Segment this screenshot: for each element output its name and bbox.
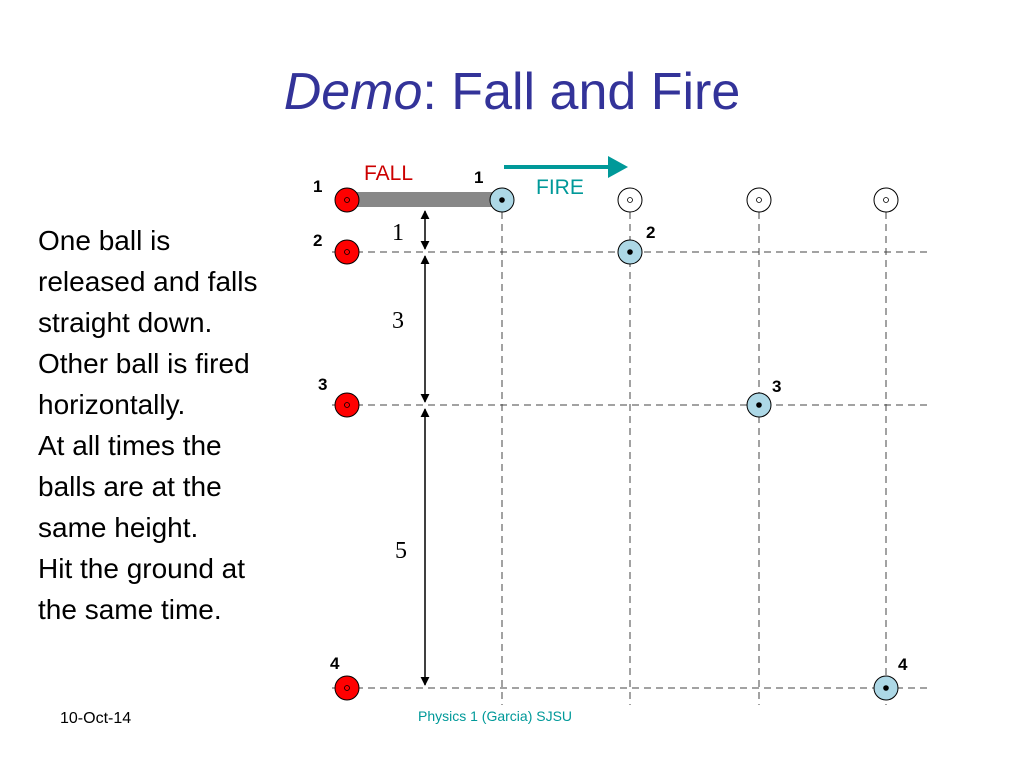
fire-ball-3 <box>746 392 772 418</box>
launcher-rod <box>348 192 500 207</box>
interval-label-5: 5 <box>395 538 407 564</box>
footer-credit: Physics 1 (Garcia) SJSU <box>418 708 573 724</box>
fire-number-4: 4 <box>898 655 908 674</box>
fire-number-2: 2 <box>646 223 655 242</box>
body-line: horizontally. <box>38 389 186 420</box>
body-line: same height. <box>38 512 199 543</box>
fall-ball-2 <box>334 239 360 265</box>
fall-number-2: 2 <box>313 231 322 250</box>
fall-label: FALL <box>364 162 413 185</box>
body-line: One ball is <box>38 225 171 256</box>
interval-label-1: 1 <box>392 220 404 246</box>
slide-body-text: One ball is released and falls straight … <box>38 220 328 630</box>
body-line: released and falls <box>38 266 258 297</box>
body-line: Other ball is fired <box>38 348 250 379</box>
body-line: straight down. <box>38 307 213 338</box>
body-line: At all times the <box>38 430 222 461</box>
body-line: balls are at the <box>38 471 222 502</box>
body-line: the same time. <box>38 594 222 625</box>
top-marker-4 <box>873 187 899 213</box>
slide-title: Demo: Fall and Fire <box>0 62 1024 122</box>
fall-number-3: 3 <box>318 375 327 394</box>
fire-ball-4 <box>873 675 899 701</box>
top-marker-2 <box>617 187 643 213</box>
fire-ball-2 <box>617 239 643 265</box>
slide-title-italic: Demo <box>283 63 423 121</box>
fire-number-1: 1 <box>474 168 483 187</box>
fire-arrow-head <box>608 156 628 178</box>
fall-ball-3 <box>334 392 360 418</box>
fire-number-3: 3 <box>772 377 781 396</box>
top-marker-3 <box>746 187 772 213</box>
footer-date: 10-Oct-14 <box>60 710 132 727</box>
fire-label: FIRE <box>536 176 584 199</box>
slide-title-rest: : Fall and Fire <box>422 63 741 121</box>
interval-label-3: 3 <box>392 308 404 334</box>
fall-ball-1 <box>334 187 360 213</box>
body-line: Hit the ground at <box>38 553 246 584</box>
fall-number-1: 1 <box>313 177 322 196</box>
fall-number-4: 4 <box>330 654 340 673</box>
fire-ball-1 <box>489 187 515 213</box>
fall-ball-4 <box>334 675 360 701</box>
